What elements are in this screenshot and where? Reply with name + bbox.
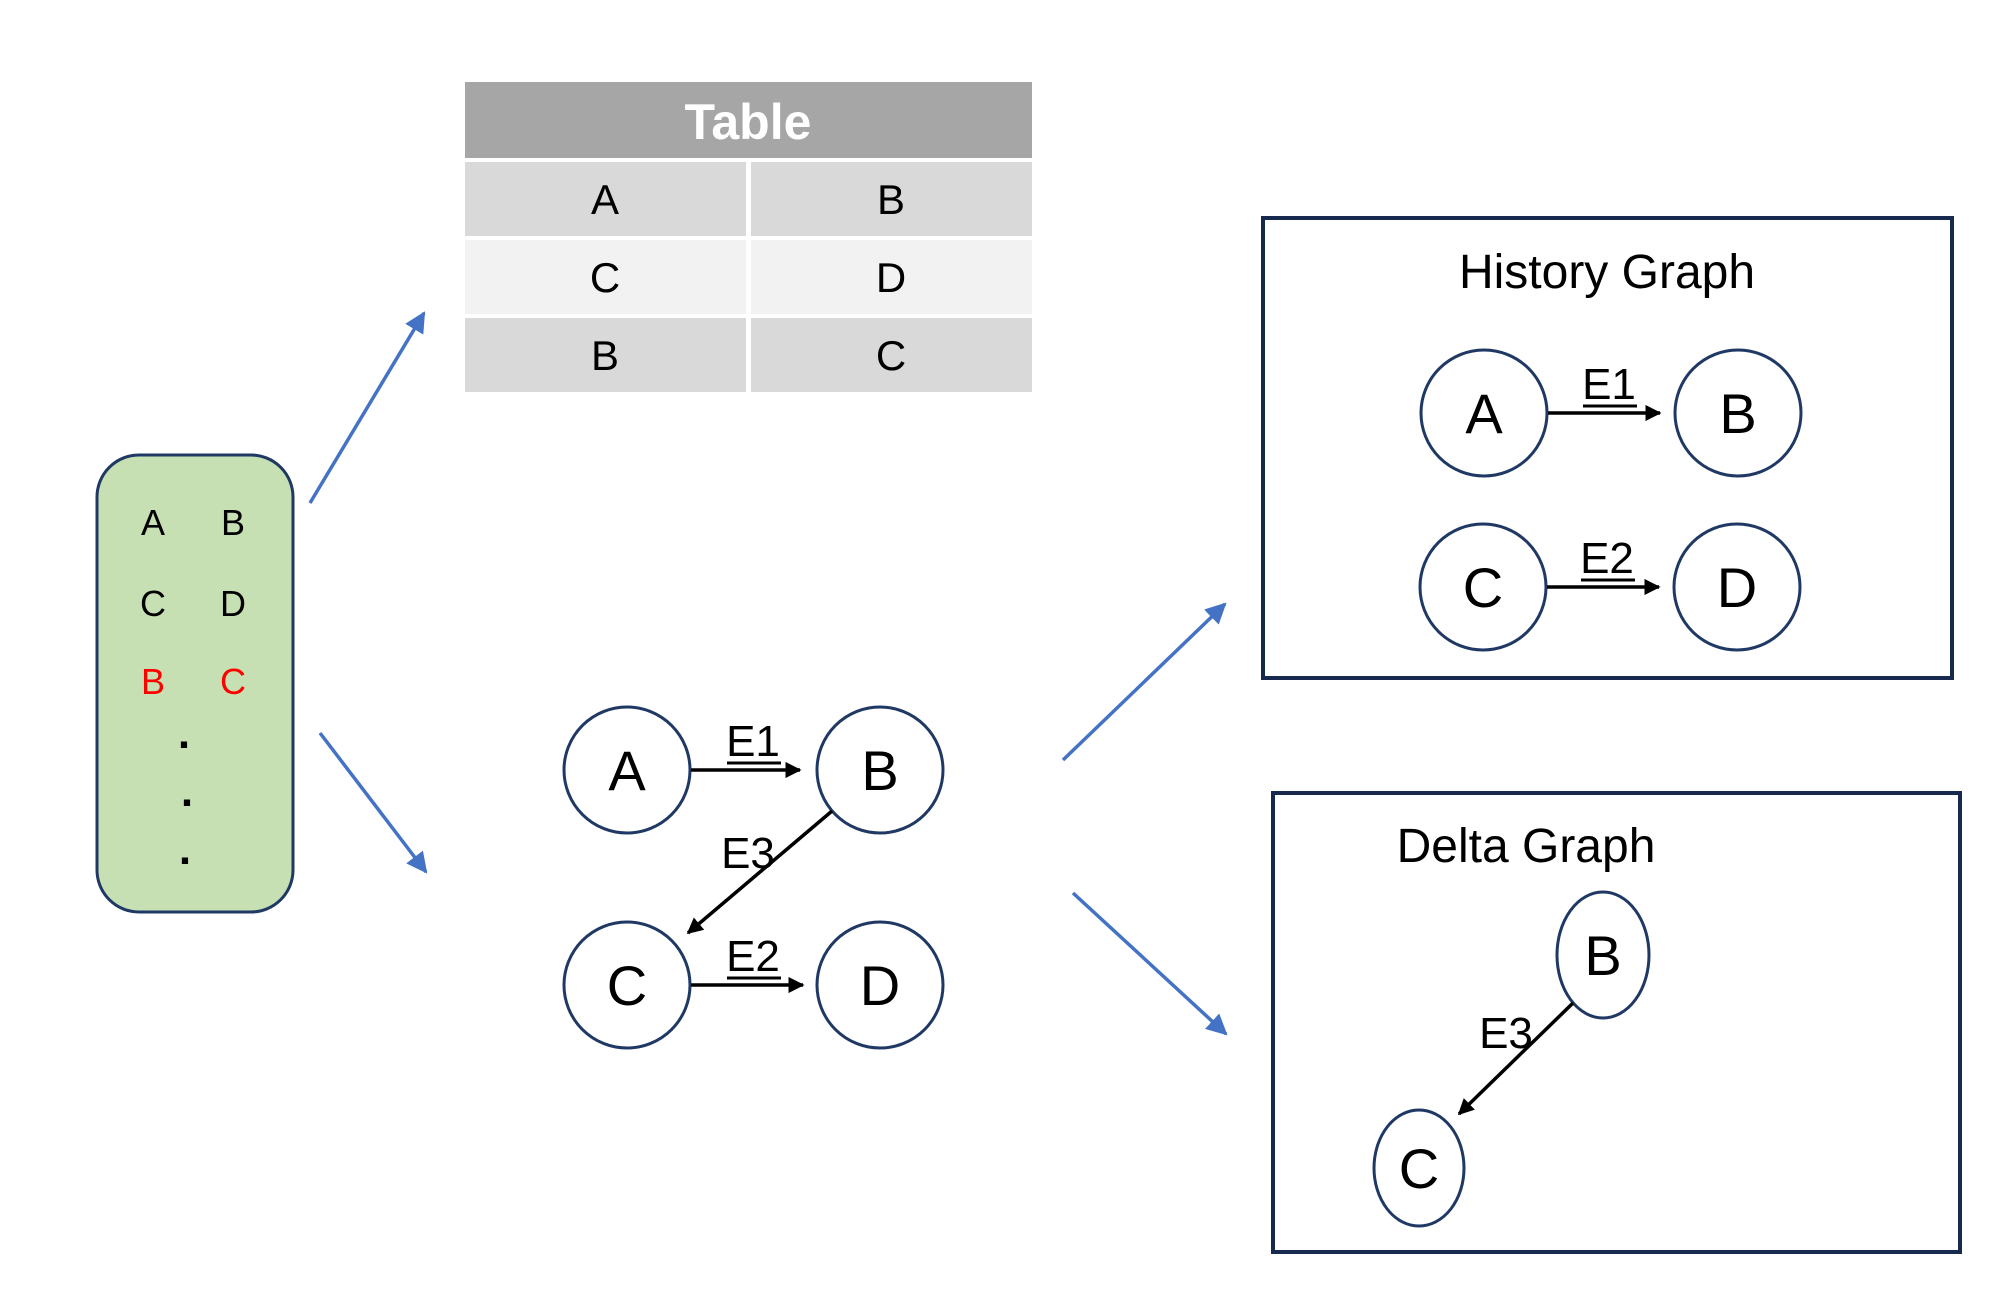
update-graph-node-a-circle <box>562 705 692 835</box>
history-graph-node-b-circle <box>1673 348 1803 478</box>
update-graph-edge-e3-arrow <box>686 809 834 935</box>
table-cell-bg <box>751 318 1032 392</box>
delta-graph-node-b-label: B <box>1584 924 1621 987</box>
update-graph-edge-e2-label: E2 <box>726 932 780 981</box>
flow-arrow-graph-to-history <box>1061 602 1227 762</box>
delta-graph-edge-e3-arrow <box>1457 1001 1575 1116</box>
history-graph-node-a-label: A <box>1465 382 1503 445</box>
flow-arrow-source-to-graph <box>318 731 428 874</box>
history-graph-node-d-label: D <box>1717 556 1757 619</box>
source-row-0-left: A <box>141 502 165 543</box>
table-cell-bg <box>751 240 1032 314</box>
delta-graph-edge-e3-label: E3 <box>1479 1009 1533 1058</box>
table-header <box>465 82 1032 158</box>
update-graph-node-d-label: D <box>860 954 900 1017</box>
delta-graph-node-c-circle <box>1372 1108 1466 1228</box>
table-cell-r1c1: D <box>876 254 906 301</box>
flow-arrow-graph-to-delta <box>1071 891 1228 1036</box>
history-graph-box <box>1261 216 1954 680</box>
table-cell-r0c1: B <box>877 176 905 223</box>
source-row-0-right: B <box>221 502 245 543</box>
history-graph-node-d-circle <box>1672 522 1802 652</box>
update-graph-node-d-circle <box>815 920 945 1050</box>
ellipsis-dot: . <box>181 767 193 816</box>
history-graph-edge-e1-label: E1 <box>1582 360 1636 409</box>
history-graph-node-b-label: B <box>1719 382 1756 445</box>
table-cell-r1c0: C <box>590 254 620 301</box>
source-list-box: A B C D B C . . . <box>95 453 295 914</box>
history-graph-node-c-circle <box>1418 522 1548 652</box>
history-graph-title: History Graph <box>1459 246 1755 299</box>
update-graph-node-a-label: A <box>608 739 646 802</box>
flow-arrow-source-to-table <box>308 311 426 504</box>
history-graph-edge-e2-label: E2 <box>1580 534 1634 583</box>
source-list-background <box>95 453 295 914</box>
delta-graph-node-c-label: C <box>1399 1137 1439 1200</box>
table-cell-bg <box>751 162 1032 236</box>
history-graph-node-c-label: C <box>1463 556 1503 619</box>
delta-graph: Delta Graph B C E3 <box>1271 791 1962 1254</box>
update-graph-node-b-circle <box>815 705 945 835</box>
delta-graph-title: Delta Graph <box>1397 820 1656 873</box>
ellipsis-dot: . <box>178 709 190 758</box>
source-row-1-left: C <box>140 583 166 624</box>
table: Table A B C D B C <box>465 82 1032 392</box>
source-row-2-left-highlighted: B <box>141 661 165 702</box>
update-graph-node-c-circle <box>562 920 692 1050</box>
source-row-2-right-highlighted: C <box>220 661 246 702</box>
ellipsis-dot: . <box>179 825 191 874</box>
table-cell-bg <box>465 318 746 392</box>
table-cell-r0c0: A <box>591 176 619 223</box>
table-cell-bg <box>465 162 746 236</box>
table-cell-bg <box>465 240 746 314</box>
source-row-1-right: D <box>220 583 246 624</box>
table-cell-r2c0: B <box>591 332 619 379</box>
history-graph-node-a-circle <box>1419 348 1549 478</box>
table-title: Table <box>685 94 812 150</box>
update-graph-node-b-label: B <box>861 739 898 802</box>
update-graph-edge-e3-label: E3 <box>721 829 775 878</box>
history-graph: History Graph A B C D E1 E2 <box>1261 216 1954 680</box>
update-graph-edge-e1-label: E1 <box>726 717 780 766</box>
update-graph: A B C D E1 E3 E2 <box>562 705 945 1050</box>
update-graph-node-c-label: C <box>607 954 647 1017</box>
table-cell-r2c1: C <box>876 332 906 379</box>
delta-graph-node-b-circle <box>1555 890 1651 1020</box>
